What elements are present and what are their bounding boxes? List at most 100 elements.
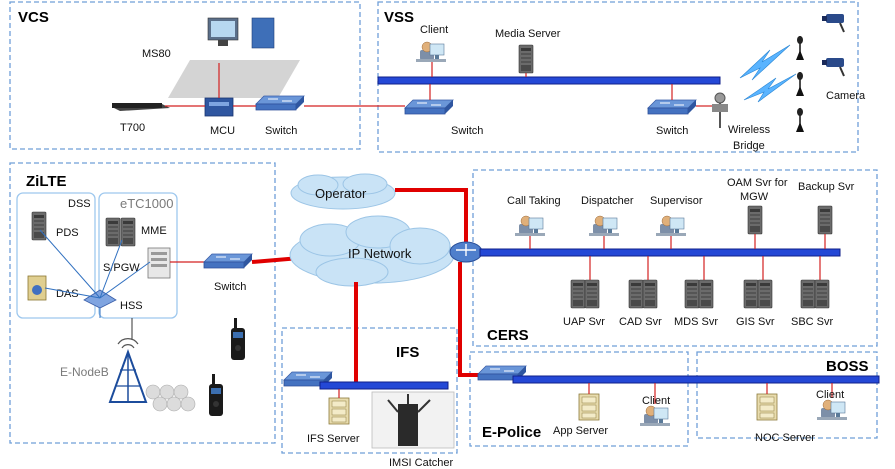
enodeb-tower-icon [108,338,148,403]
media-server-label: Media Server [495,28,561,40]
boss-title: BOSS [826,358,869,375]
oam-label-line1: OAM Svr for [727,177,788,189]
vss-switch-left-label: Switch [451,125,483,137]
app-server-label: App Server [553,425,608,437]
vcs-zone [9,1,361,150]
oam-label-line2: MGW [740,191,769,203]
mme-server-icon [120,217,136,247]
noc-server-icon [756,393,778,421]
zilte-switch-label: Switch [214,281,246,293]
call-taking-icon [514,215,546,237]
etc1000-box [98,192,178,319]
hss-router-icon [83,289,117,309]
cad-server-icon [628,279,644,309]
boss-client-icon [816,399,848,421]
backup-label: Backup Svr [798,181,855,193]
dss-box [16,192,96,319]
sbc-server-icon [800,279,816,309]
ms80-platform [168,60,300,98]
vss-switch-left-icon [404,99,454,115]
coverage-cells-icon [145,384,196,412]
gis-server-icon [757,279,773,309]
boss-zone [696,351,878,439]
ip-network-cloud [289,215,455,287]
oam-server-icon [747,205,763,235]
handheld-radio-icon [209,374,223,416]
imsi-catcher-icon [371,391,455,449]
das-device-icon [27,275,47,301]
backup-server-icon [817,205,833,235]
mcu-device-icon [204,97,234,117]
epolice-client-label: Client [642,395,670,407]
operator-label: Operator [315,186,367,201]
camera-label: Camera [826,90,866,102]
vss-bus [377,76,721,85]
tower-icon [795,35,805,61]
dispatcher-label: Dispatcher [581,195,634,207]
ifs-server-icon [328,397,350,425]
wireless-bridge-label-line1: Wireless [728,124,771,136]
cad-label: CAD Svr [619,316,662,328]
media-server-icon [518,44,534,74]
cers-bus [479,248,841,257]
ms80-server-icon [251,17,275,49]
mds-server-icon [684,279,700,309]
uap-label: UAP Svr [563,316,605,328]
enodeb-label: E-NodeB [60,365,109,379]
vss-switch-right-icon [647,99,697,115]
supervisor-icon [655,215,687,237]
supervisor-label: Supervisor [650,195,703,207]
vcs-title: VCS [18,9,49,26]
tower-icon [795,71,805,97]
uap-server-icon [584,279,600,309]
camera-icon [821,57,845,77]
zilte-switch-icon [203,253,253,269]
cers-title: CERS [487,327,529,344]
boss-client-label: Client [816,389,844,401]
ifs-bus [319,381,449,390]
call-taking-label: Call Taking [507,195,561,207]
tower-icon [795,107,805,133]
ms80-label: MS80 [142,48,171,60]
wireless-bridge-label-line2: Bridge [733,140,765,152]
gis-label: GIS Svr [736,316,775,328]
ip-network-label: IP Network [348,246,412,261]
sbc-label: SBC Svr [791,316,834,328]
mcu-label: MCU [210,125,235,137]
epolice-zone [469,351,689,447]
zilte-zone [9,162,276,444]
vss-switch-right-label: Switch [656,125,688,137]
zilte-title: ZiLTE [26,173,67,190]
ifs-zone [281,327,458,454]
imsi-catcher-label: IMSI Catcher [389,457,454,469]
spgw-label: S/PGW [103,262,140,274]
gis-server-icon [743,279,759,309]
wireless-signal-icon [743,73,797,103]
operator-router-link [395,188,468,245]
pds-server-icon [31,211,47,241]
dss-label: DSS [68,198,91,210]
noc-server-label: NOC Server [755,432,815,444]
vcs-switch-label: Switch [265,125,297,137]
spgw-device-icon [147,247,171,279]
mme-server-icon [105,217,121,247]
mme-label: MME [141,225,167,237]
vcs-switch-icon [255,95,305,111]
wireless-signal-icon [739,44,791,81]
operator-cloud [290,173,396,210]
hss-label: HSS [120,300,143,312]
ifs-server-label: IFS Server [307,433,360,445]
pds-label: PDS [56,227,79,239]
mds-server-icon [698,279,714,309]
mds-label: MDS Svr [674,316,718,328]
sbc-server-icon [814,279,830,309]
app-server-icon [578,393,600,421]
vss-client-label: Client [420,24,448,36]
wireless-bridge-icon [712,92,728,128]
cad-server-icon [642,279,658,309]
vss-title: VSS [384,9,414,26]
epolice-boss-bus [512,375,880,384]
core-router-icon [449,241,483,263]
camera-icon [821,13,845,33]
